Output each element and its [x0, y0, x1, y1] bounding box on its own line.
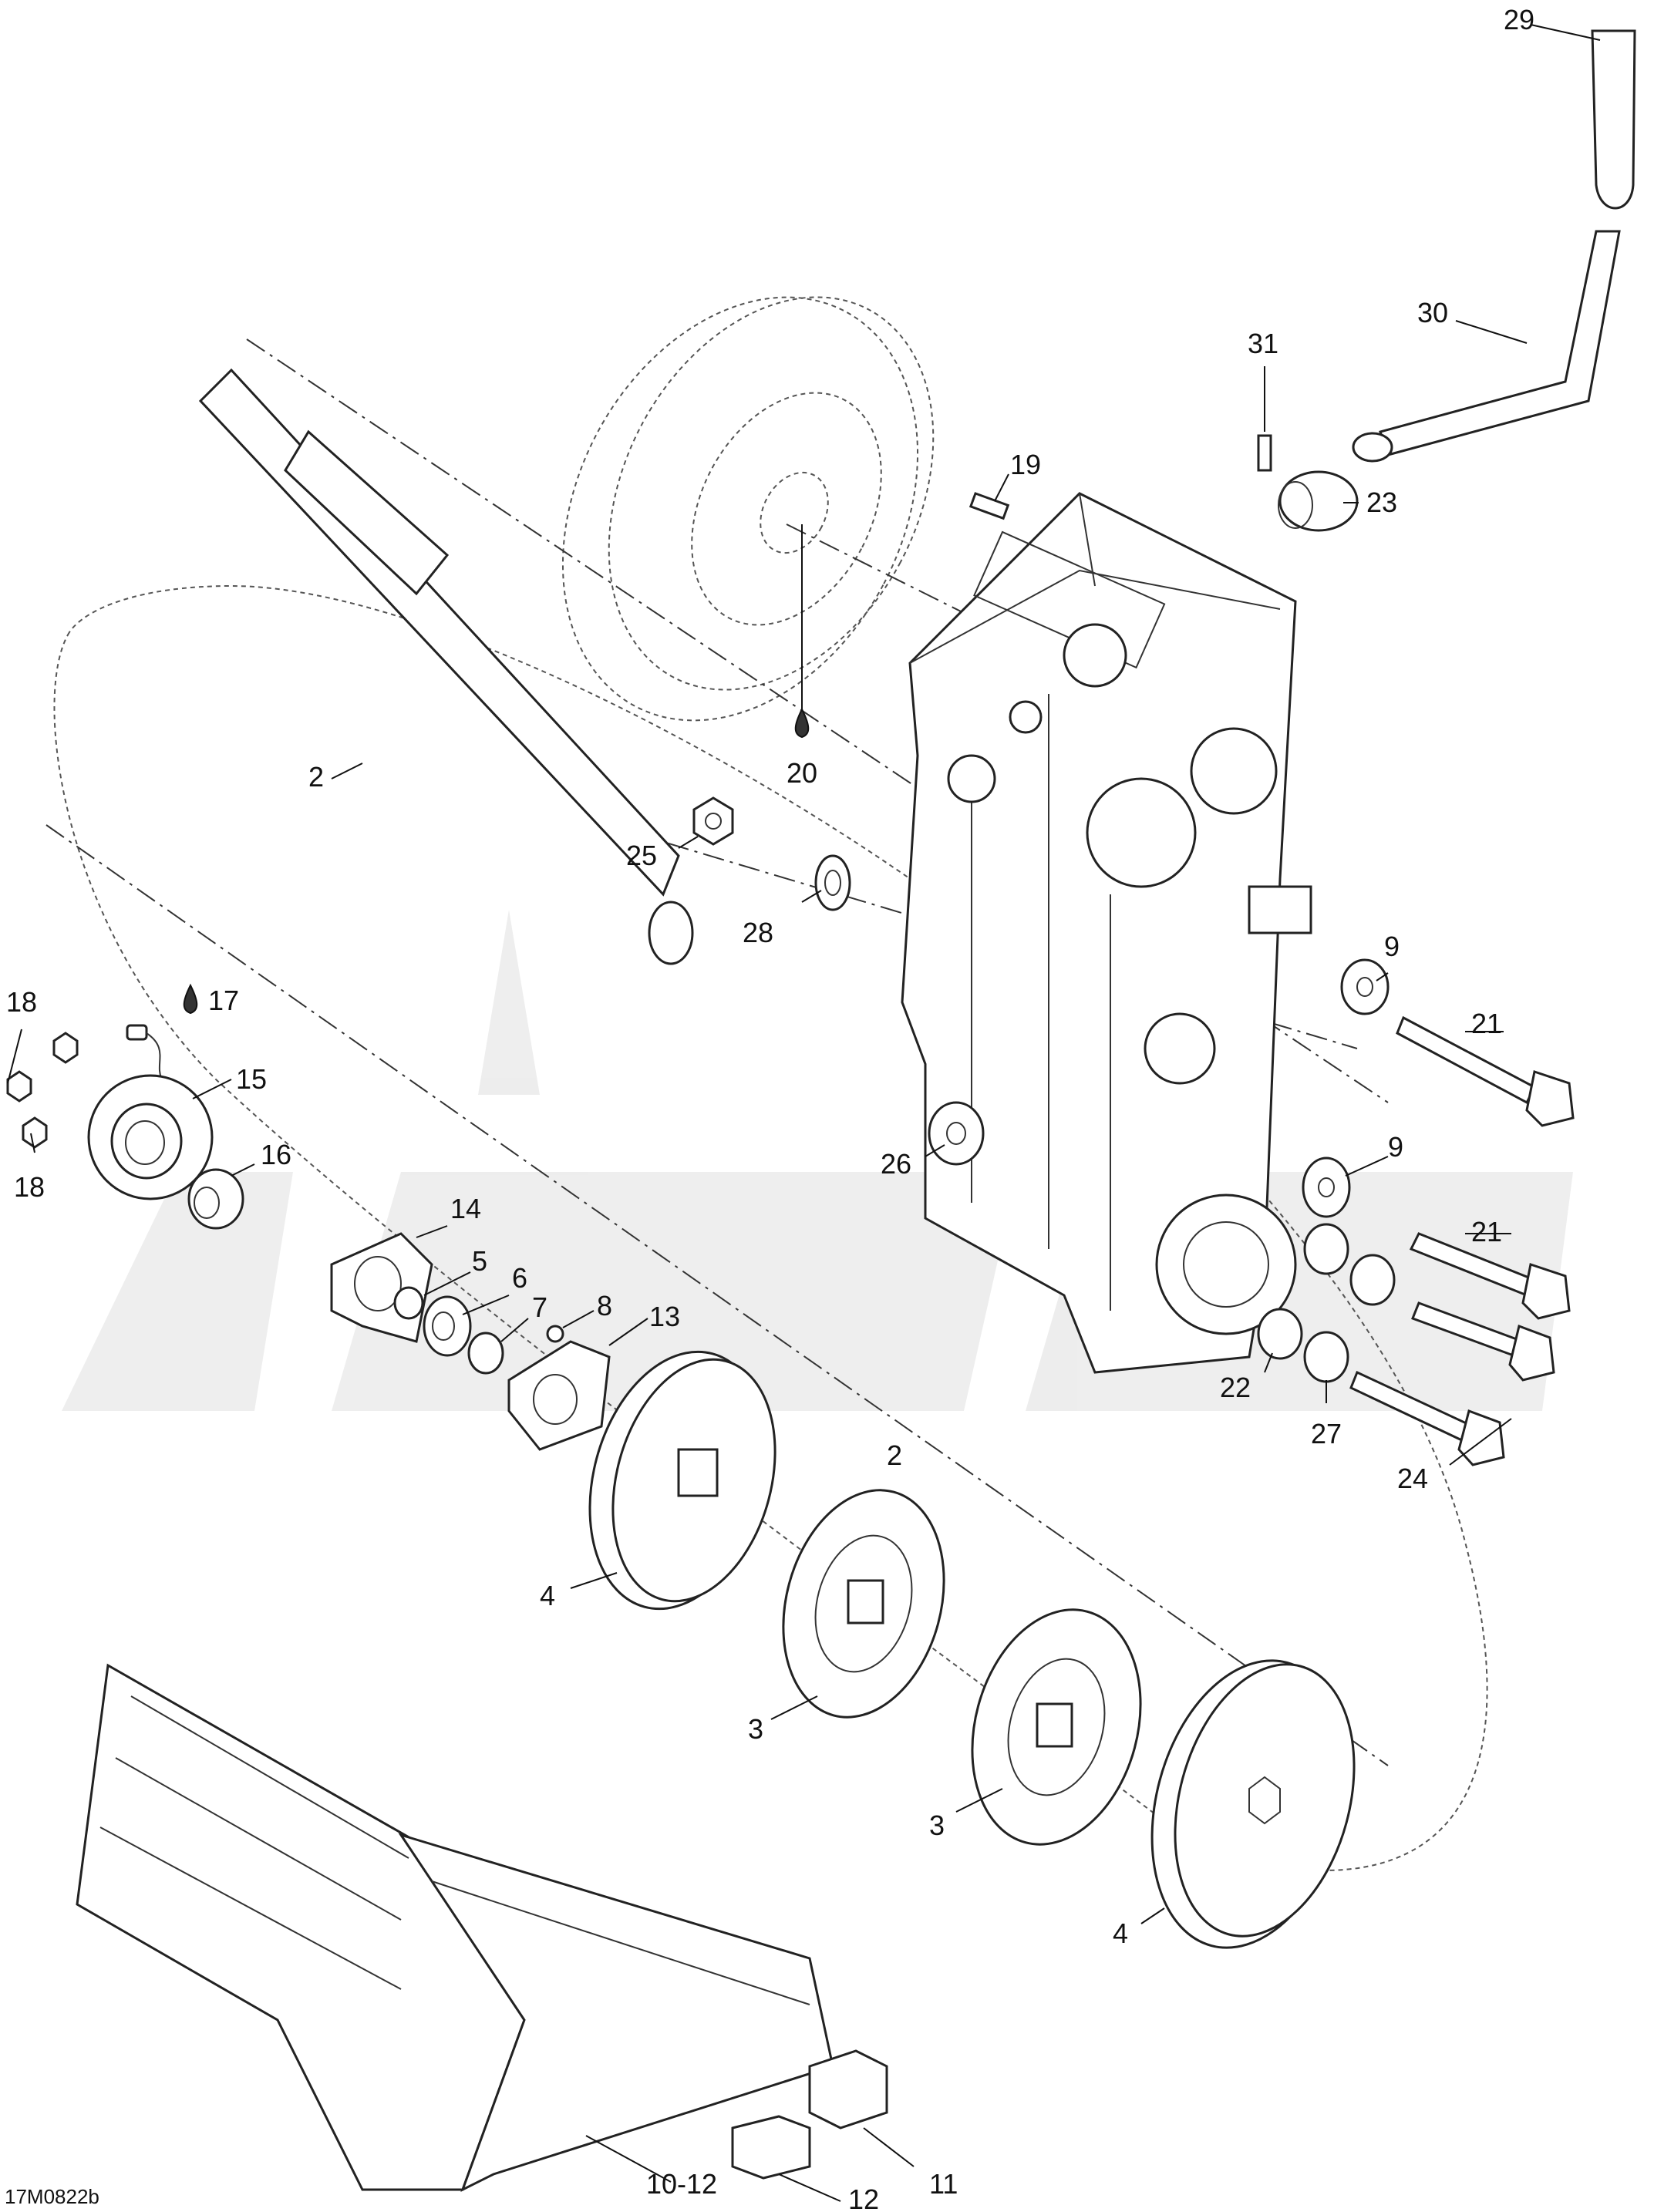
- callout-c18b: 18: [14, 1171, 45, 1203]
- chaincase-housing: [901, 492, 1312, 1374]
- washer-26: [928, 1101, 985, 1166]
- bearing-6: [423, 1295, 472, 1357]
- sprocket-28: [814, 854, 851, 911]
- callout-c4b: 4: [1113, 1917, 1128, 1949]
- callout-c20: 20: [787, 757, 817, 789]
- plate-14: [330, 1232, 433, 1343]
- callout-c25: 25: [626, 840, 657, 871]
- callout-c19: 19: [1010, 449, 1041, 480]
- oil-drop-icon-20: [794, 707, 810, 739]
- callout-c26: 26: [881, 1148, 911, 1180]
- callout-c7: 7: [532, 1291, 547, 1323]
- callout-c12: 12: [848, 2183, 879, 2212]
- cover-13: [507, 1340, 611, 1451]
- track-loop-ghost: [53, 584, 1488, 1871]
- callout-c5: 5: [472, 1245, 487, 1277]
- callout-c6: 6: [512, 1262, 527, 1294]
- callout-c3b: 3: [929, 1810, 945, 1841]
- clip-11: [808, 2049, 888, 2130]
- bolt-extra: [1411, 1301, 1555, 1382]
- callout-c2a: 2: [308, 761, 324, 793]
- bearing-16: [187, 1168, 244, 1230]
- callout-c4a: 4: [540, 1580, 555, 1611]
- callout-c16: 16: [261, 1139, 291, 1170]
- clip-12: [731, 2115, 811, 2180]
- pin-31: [1257, 434, 1272, 472]
- shift-handle: [1591, 29, 1636, 210]
- washer-9-upper: [1340, 958, 1390, 1015]
- wheel-4-lower: [1150, 1659, 1356, 1949]
- callout-c15: 15: [236, 1063, 267, 1095]
- washers-22: [1257, 1223, 1349, 1360]
- oil-drop-icon-17: [183, 983, 198, 1015]
- callout-c18a: 18: [6, 986, 37, 1018]
- key-19: [968, 492, 1010, 520]
- sprocket-3-middle: [782, 1489, 945, 1719]
- callout-c23: 23: [1366, 487, 1397, 518]
- callout-c21b: 21: [1471, 1216, 1502, 1247]
- bearing-housing-15: [87, 1074, 214, 1200]
- ring-5: [393, 1286, 424, 1320]
- drive-shaft: [198, 368, 694, 965]
- nuts-18: [6, 1032, 79, 1149]
- callout-c24: 24: [1397, 1463, 1428, 1494]
- callout-c27: 27: [1311, 1418, 1342, 1449]
- washer-9-lower: [1302, 1157, 1351, 1218]
- shift-lever: [1352, 230, 1621, 463]
- bushing-23: [1278, 470, 1359, 532]
- callout-c31: 31: [1248, 328, 1278, 359]
- callout-c28: 28: [743, 917, 773, 948]
- callout-c17: 17: [208, 985, 239, 1016]
- callout-c2b: 2: [887, 1439, 902, 1471]
- seal-7: [467, 1332, 504, 1375]
- callout-c13: 13: [649, 1301, 680, 1332]
- callout-c30: 30: [1417, 297, 1448, 328]
- leader-lines: [7, 24, 1601, 2202]
- grease-fitting-17: [126, 1024, 163, 1080]
- callout-c14: 14: [450, 1193, 481, 1224]
- sprocket-4-upper: [588, 1350, 776, 1611]
- callout-c9b: 9: [1388, 1131, 1403, 1163]
- callout-c22: 22: [1220, 1372, 1251, 1403]
- sprocket-3-lower: [971, 1608, 1142, 1846]
- callout-c1012: 10-12: [646, 2168, 717, 2200]
- drawing-code: 17M0822b: [5, 2185, 99, 2208]
- callout-c8: 8: [597, 1290, 612, 1321]
- bolt-21-lower: [1409, 1232, 1571, 1320]
- callout-c11: 11: [929, 2168, 958, 2200]
- bolt-24: [1349, 1370, 1505, 1466]
- callout-c3a: 3: [748, 1713, 763, 1745]
- washers-27: [1303, 1254, 1396, 1383]
- callout-c29: 29: [1504, 4, 1534, 35]
- nut-25: [692, 796, 734, 846]
- callout-c9a: 9: [1384, 931, 1400, 962]
- oring-8: [546, 1325, 564, 1343]
- callout-c21a: 21: [1471, 1008, 1502, 1039]
- bolt-21-upper: [1396, 1015, 1575, 1127]
- track-10-12: [76, 1663, 834, 2193]
